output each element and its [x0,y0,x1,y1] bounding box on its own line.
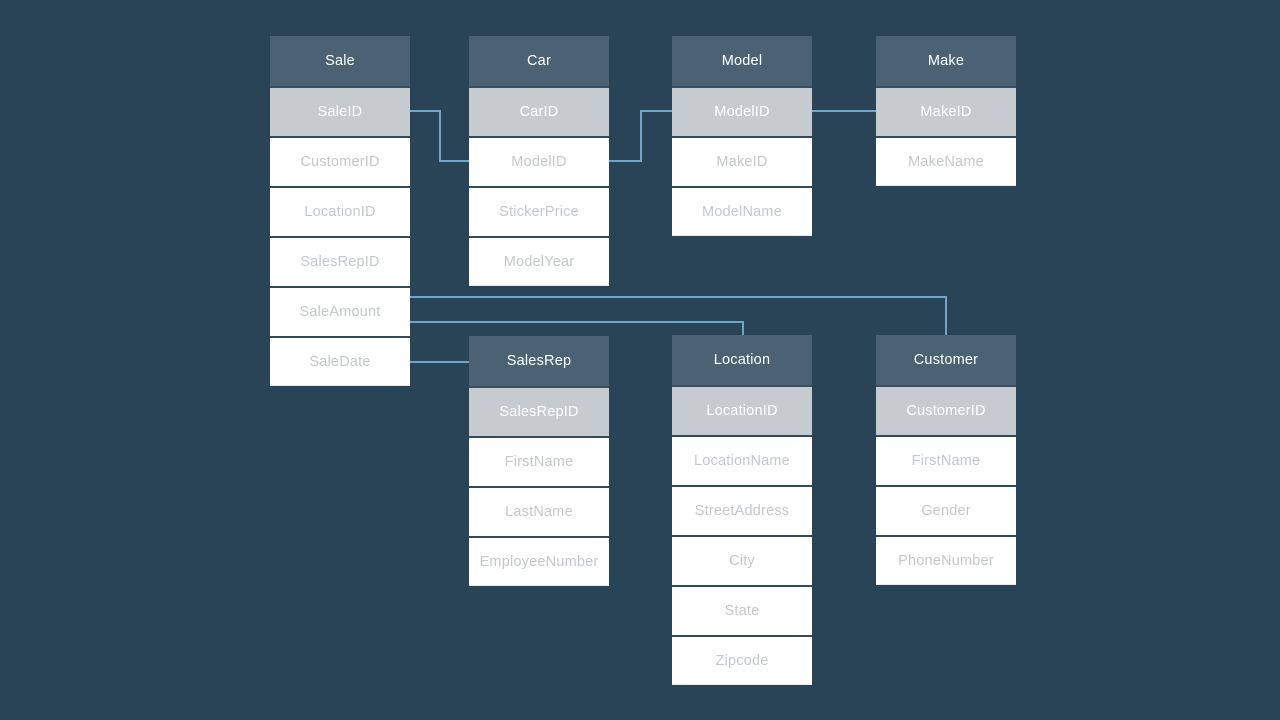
entity-field[interactable]: Zipcode [672,635,812,685]
entity-field[interactable]: Gender [876,485,1016,535]
entity-title: Location [672,335,812,385]
entity-field[interactable]: SaleAmount [270,286,410,336]
entity-field[interactable]: ModelYear [469,236,609,286]
entity-title: Make [876,36,1016,86]
entity-title: Customer [876,335,1016,385]
primary-key-field[interactable]: LocationID [672,385,812,435]
relationship-line [410,296,947,335]
entity-title: Sale [270,36,410,86]
entity-field[interactable]: FirstName [469,436,609,486]
entity-field[interactable]: StreetAddress [672,485,812,535]
entity-field[interactable]: ModelName [672,186,812,236]
entity-field[interactable]: CustomerID [270,136,410,186]
entity-field[interactable]: EmployeeNumber [469,536,609,586]
entity-field[interactable]: LocationID [270,186,410,236]
relationship-line [410,321,744,335]
entity-field[interactable]: FirstName [876,435,1016,485]
entity-field[interactable]: StickerPrice [469,186,609,236]
entity-field[interactable]: MakeName [876,136,1016,186]
entity-field[interactable]: State [672,585,812,635]
primary-key-field[interactable]: SalesRepID [469,386,609,436]
primary-key-field[interactable]: MakeID [876,86,1016,136]
relationship-line [609,110,672,162]
entity-field[interactable]: LastName [469,486,609,536]
primary-key-field[interactable]: ModelID [672,86,812,136]
entity-title: Car [469,36,609,86]
entity-field[interactable]: ModelID [469,136,609,186]
relationship-line [410,110,469,162]
primary-key-field[interactable]: CarID [469,86,609,136]
entity-field[interactable]: MakeID [672,136,812,186]
entity-title: SalesRep [469,336,609,386]
entity-field[interactable]: PhoneNumber [876,535,1016,585]
entity-field[interactable]: SaleDate [270,336,410,386]
entity-field[interactable]: City [672,535,812,585]
primary-key-field[interactable]: CustomerID [876,385,1016,435]
entity-field[interactable]: SalesRepID [270,236,410,286]
entity-title: Model [672,36,812,86]
primary-key-field[interactable]: SaleID [270,86,410,136]
entity-field[interactable]: LocationName [672,435,812,485]
